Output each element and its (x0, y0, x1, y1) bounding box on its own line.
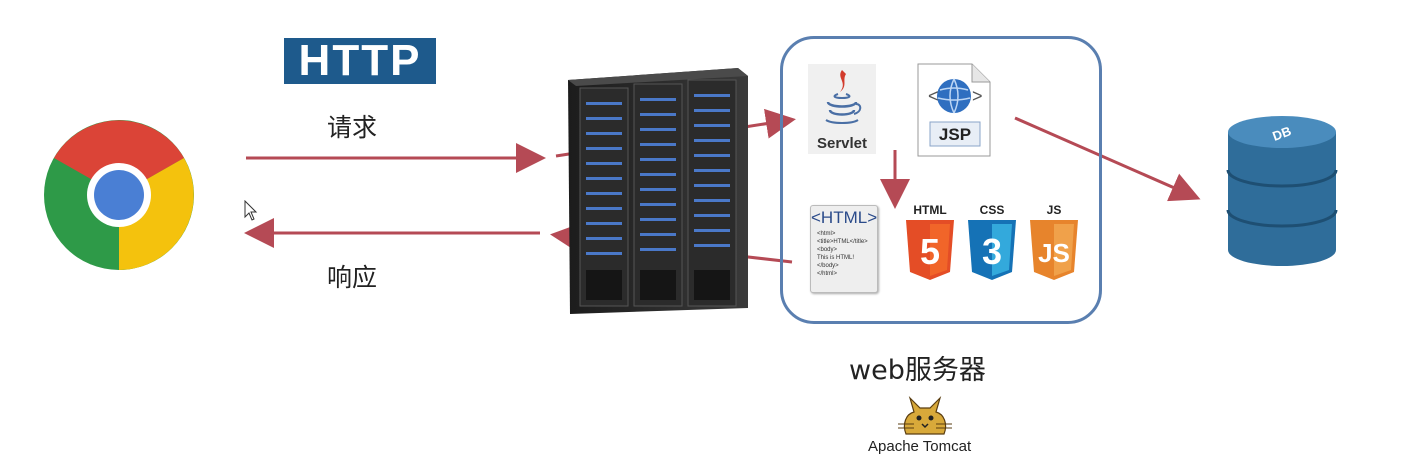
server-rack-icon (568, 68, 748, 314)
tomcat-label: Apache Tomcat (868, 438, 972, 455)
svg-text:<: < (928, 86, 939, 106)
database-icon: DB (1226, 116, 1338, 266)
html-document-icon: <HTML> <html> <title>HTML</title> <body>… (810, 205, 878, 293)
html5-number: 5 (920, 231, 940, 272)
request-label: 请求 (327, 113, 378, 142)
html5-title: HTML (913, 203, 946, 217)
js-icon: JS JS (1030, 203, 1078, 280)
svg-text:>: > (972, 86, 983, 106)
html-doc-code: <html> <title>HTML</title> <body> This i… (817, 231, 868, 277)
jsp-to-db-arrow (1014, 116, 1201, 202)
tomcat-logo-icon (898, 395, 952, 435)
db-label: DB (1270, 123, 1293, 144)
jsp-label: JSP (939, 125, 971, 144)
servlet-label: Servlet (817, 135, 867, 152)
css3-title: CSS (980, 203, 1005, 217)
html5-icon: HTML 5 (906, 203, 954, 280)
css3-number: 3 (982, 231, 1002, 272)
css3-icon: CSS 3 (968, 203, 1016, 280)
web-server-label: web服务器 (849, 355, 986, 386)
js-number: JS (1038, 238, 1070, 268)
html-doc-header: <HTML> (811, 208, 878, 227)
chrome-icon (44, 120, 194, 270)
jsp-icon: < > JSP (917, 63, 991, 157)
web-server-container (780, 36, 1102, 324)
http-badge: HTTP (284, 38, 436, 84)
response-label: 响应 (327, 263, 378, 292)
servlet-icon: Servlet (808, 64, 876, 154)
web-tech-icons: HTML 5 CSS 3 JS JS (906, 203, 1078, 280)
js-title: JS (1047, 203, 1062, 217)
cursor-icon (244, 200, 258, 221)
